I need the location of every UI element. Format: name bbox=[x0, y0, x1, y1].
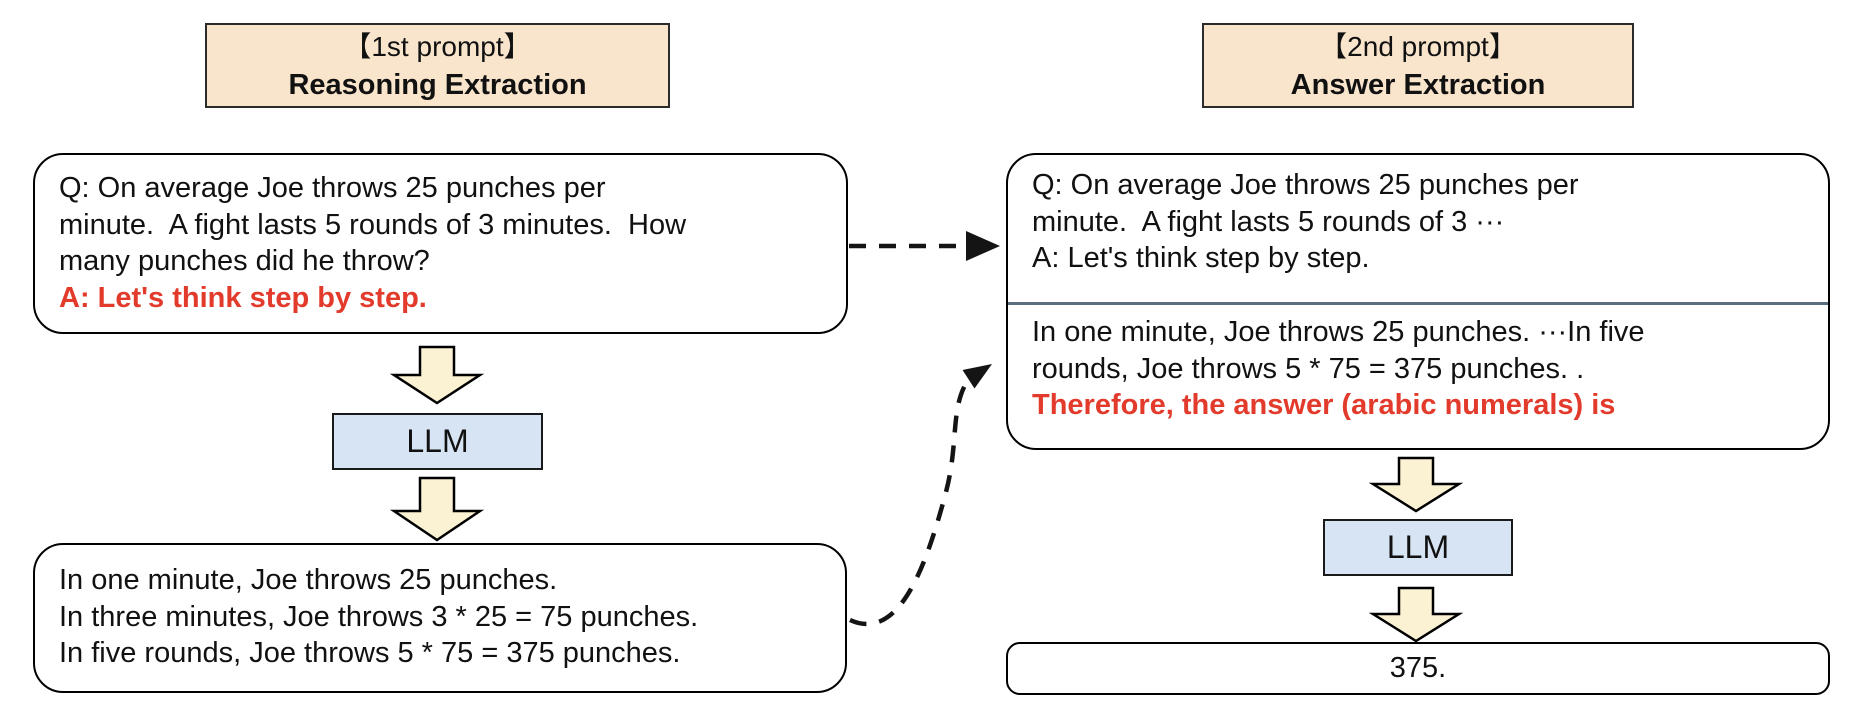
down-block-arrow-icon bbox=[1368, 456, 1464, 513]
answer-extraction-prompt-box: Q: On average Joe throws 25 punches per … bbox=[1006, 153, 1830, 450]
reasoning-text-line: In three minutes, Joe throws 3 * 25 = 75… bbox=[59, 600, 699, 633]
reasoning-output-box: In one minute, Joe throws 25 punches. In… bbox=[33, 543, 847, 693]
answer-trigger-text: Therefore, the answer (arabic numerals) … bbox=[1032, 389, 1616, 421]
section-divider bbox=[1008, 302, 1828, 305]
header-stage-title: Reasoning Extraction bbox=[288, 68, 587, 101]
dashed-right-arrow-icon bbox=[849, 231, 1000, 261]
question-text-line: minute. A fight lasts 5 rounds of 3 ··· bbox=[1032, 205, 1505, 238]
dashed-curved-arrow-icon bbox=[849, 364, 992, 627]
header-stage-title: Answer Extraction bbox=[1290, 68, 1546, 101]
question-text-line: Q: On average Joe throws 25 punches per bbox=[59, 172, 606, 204]
header-stage-label: 【2nd prompt】 bbox=[1319, 30, 1517, 62]
question-text-line: many punches did he throw? bbox=[59, 245, 430, 277]
reasoning-text-line: In one minute, Joe throws 25 punches. ··… bbox=[1032, 316, 1645, 348]
question-box: Q: On average Joe throws 25 punches per … bbox=[33, 153, 848, 334]
final-answer-box: 375. bbox=[1006, 642, 1830, 695]
llm-label: LLM bbox=[1386, 529, 1450, 565]
reasoning-text-line: In one minute, Joe throws 25 punches. bbox=[59, 564, 558, 596]
header-stage-label: 【1st prompt】 bbox=[343, 30, 532, 62]
prompt-reasoning-section: In one minute, Joe throws 25 punches. ··… bbox=[1008, 305, 1828, 448]
llm-label: LLM bbox=[406, 423, 469, 459]
reasoning-text-line: In five rounds, Joe throws 5 * 75 = 375 … bbox=[59, 637, 681, 669]
reasoning-text-line: rounds, Joe throws 5 * 75 = 375 punches.… bbox=[1032, 352, 1585, 385]
prompt-question-section: Q: On average Joe throws 25 punches per … bbox=[1008, 155, 1828, 302]
down-block-arrow-icon bbox=[1368, 586, 1464, 643]
llm-box: LLM bbox=[1323, 519, 1513, 576]
first-prompt-header: 【1st prompt】 Reasoning Extraction bbox=[205, 23, 670, 108]
llm-box: LLM bbox=[332, 413, 543, 470]
down-block-arrow-icon bbox=[389, 476, 485, 542]
question-text-line: minute. A fight lasts 5 rounds of 3 minu… bbox=[59, 208, 687, 241]
second-prompt-header: 【2nd prompt】 Answer Extraction bbox=[1202, 23, 1634, 108]
down-block-arrow-icon bbox=[389, 345, 485, 405]
question-text-line: Q: On average Joe throws 25 punches per bbox=[1032, 169, 1579, 201]
final-answer-value: 375. bbox=[1389, 652, 1447, 684]
cot-trigger-text: A: Let's think step by step. bbox=[59, 281, 427, 314]
question-text-line: A: Let's think step by step. bbox=[1032, 242, 1370, 274]
